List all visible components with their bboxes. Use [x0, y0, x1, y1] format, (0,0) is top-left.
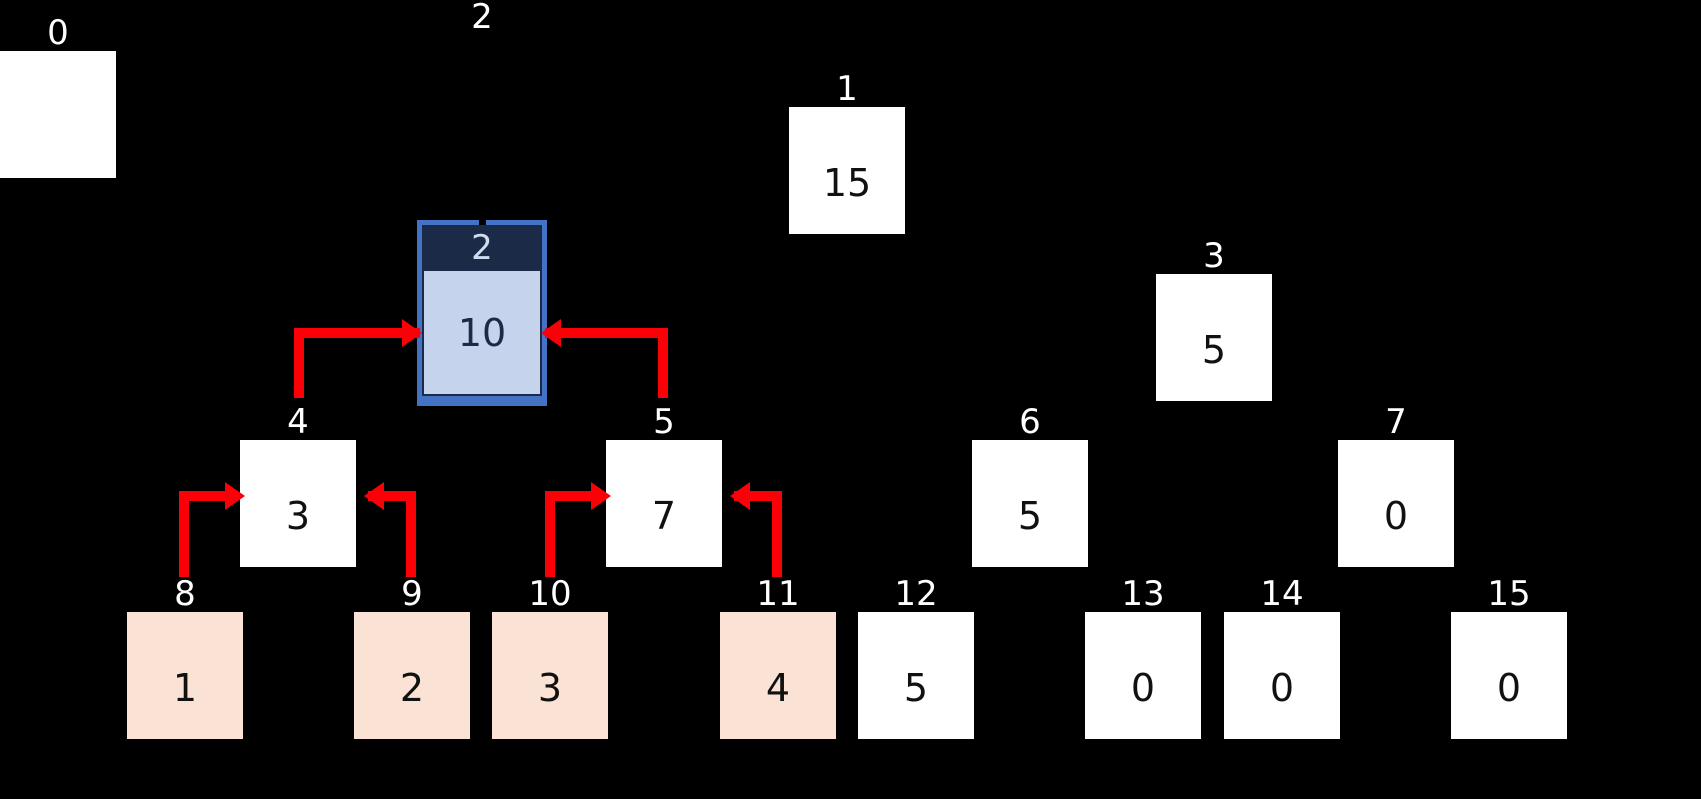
node-index-label-15: 15	[1487, 574, 1531, 614]
array-cell-value-14: 0	[1269, 665, 1295, 710]
array-cell-12[interactable]: 5	[858, 612, 974, 739]
node-index-label-13: 13	[1121, 574, 1165, 614]
array-cell-7[interactable]: 0	[1338, 440, 1454, 567]
active-node-notch-icon	[479, 220, 486, 225]
node-index-label-1: 1	[836, 69, 858, 109]
array-cell-13[interactable]: 0	[1085, 612, 1201, 739]
arrow-8-to-4-bar	[179, 491, 229, 501]
active-node-index-2: 2	[422, 225, 542, 271]
arrow-5-to-2-bar	[545, 328, 667, 338]
arrow-8-to-4-arrowhead-icon	[225, 482, 245, 510]
arrow-5-to-2-arrowhead-icon	[541, 319, 561, 347]
array-cell-value-10: 3	[537, 665, 563, 710]
node-index-label-8: 8	[174, 574, 196, 614]
node-index-label-6: 6	[1019, 402, 1041, 442]
node-index-label-11: 11	[756, 574, 800, 614]
array-cell-value-15: 0	[1496, 665, 1522, 710]
arrow-4-to-2-stem	[294, 328, 304, 398]
active-node-value-2: 10	[422, 271, 542, 396]
array-cell-value-3: 5	[1201, 327, 1227, 372]
arrow-9-to-4-bar	[368, 491, 413, 501]
array-cell-value-1: 15	[822, 160, 872, 205]
array-cell-value-9: 2	[399, 665, 425, 710]
node-index-label-10: 10	[528, 574, 572, 614]
array-cell-10[interactable]: 3	[492, 612, 608, 739]
arrow-9-to-4-stem	[406, 491, 416, 577]
arrow-4-to-2-bar	[294, 328, 420, 338]
array-cell-15[interactable]: 0	[1451, 612, 1567, 739]
node-index-label-14: 14	[1260, 574, 1304, 614]
node-index-label-2: 2	[471, 0, 493, 37]
arrow-8-to-4-stem	[179, 491, 189, 577]
arrow-5-to-2-stem	[658, 328, 668, 398]
node-index-label-9: 9	[401, 574, 423, 614]
array-cell-value-7: 0	[1383, 493, 1409, 538]
arrow-11-to-5-stem	[772, 491, 782, 577]
array-cell-value-5: 7	[651, 493, 677, 538]
array-cell-8[interactable]: 1	[127, 612, 243, 739]
array-cell-11[interactable]: 4	[720, 612, 836, 739]
node-index-label-7: 7	[1385, 402, 1407, 442]
array-cell-5[interactable]: 7	[606, 440, 722, 567]
array-cell-value-12: 5	[903, 665, 929, 710]
array-cell-14[interactable]: 0	[1224, 612, 1340, 739]
arrow-11-to-5-bar	[734, 491, 779, 501]
node-index-label-3: 3	[1203, 236, 1225, 276]
array-cell-9[interactable]: 2	[354, 612, 470, 739]
node-index-label-0: 0	[47, 13, 69, 53]
array-cell-6[interactable]: 5	[972, 440, 1088, 567]
node-index-label-4: 4	[287, 402, 309, 442]
arrow-9-to-4-arrowhead-icon	[364, 482, 384, 510]
array-cell-value-11: 4	[765, 665, 791, 710]
arrow-10-to-5-stem	[545, 491, 555, 577]
array-cell-4[interactable]: 3	[240, 440, 356, 567]
array-cell-1[interactable]: 15	[789, 107, 905, 234]
array-cell-value-4: 3	[285, 493, 311, 538]
array-cell-value-8: 1	[172, 665, 198, 710]
node-index-label-5: 5	[653, 402, 675, 442]
array-cell-3[interactable]: 5	[1156, 274, 1272, 401]
arrow-11-to-5-arrowhead-icon	[730, 482, 750, 510]
array-cell-value-13: 0	[1130, 665, 1156, 710]
array-cell-0[interactable]	[0, 51, 116, 178]
array-cell-value-6: 5	[1017, 493, 1043, 538]
arrow-10-to-5-bar	[545, 491, 595, 501]
arrow-10-to-5-arrowhead-icon	[591, 482, 611, 510]
arrow-4-to-2-arrowhead-icon	[402, 319, 422, 347]
node-index-label-12: 12	[894, 574, 938, 614]
